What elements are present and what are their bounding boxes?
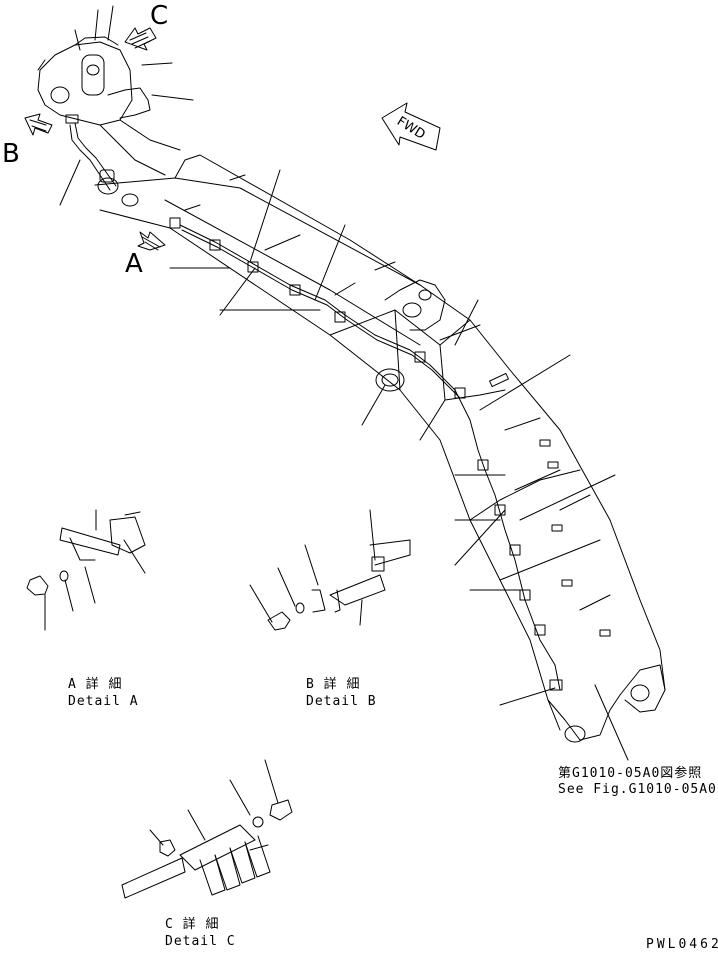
view-arrow-c xyxy=(124,27,157,51)
detail-b-caption-ja: B 詳 細 xyxy=(306,677,361,692)
view-label-a: A xyxy=(125,249,143,279)
drawing-code: PWL0462 xyxy=(646,937,718,952)
detail-c-drawing xyxy=(121,759,293,899)
view-label-c: C xyxy=(150,1,169,31)
detail-a-drawing xyxy=(26,509,146,631)
boom-body xyxy=(94,154,666,743)
detail-a-caption-ja: A 詳 細 xyxy=(68,677,123,692)
view-arrow-b xyxy=(24,113,53,136)
detail-a-caption-en: Detail A xyxy=(68,694,139,709)
detail-b-drawing xyxy=(249,509,411,631)
reference-note-ja: 第G1010-05A0図参照 xyxy=(558,766,703,781)
view-arrow-a xyxy=(137,231,166,251)
detail-c-caption-ja: C 詳 細 xyxy=(165,917,220,932)
detail-c-caption-en: Detail C xyxy=(165,934,236,949)
boom-tip xyxy=(37,36,181,207)
boom-pipe-line xyxy=(169,174,611,691)
fwd-arrow xyxy=(381,102,441,151)
detail-b-caption-en: Detail B xyxy=(306,694,377,709)
reference-note-en: See Fig.G1010-05A0 xyxy=(558,782,717,797)
view-label-b: B xyxy=(2,139,20,169)
leader-lines xyxy=(37,5,629,761)
